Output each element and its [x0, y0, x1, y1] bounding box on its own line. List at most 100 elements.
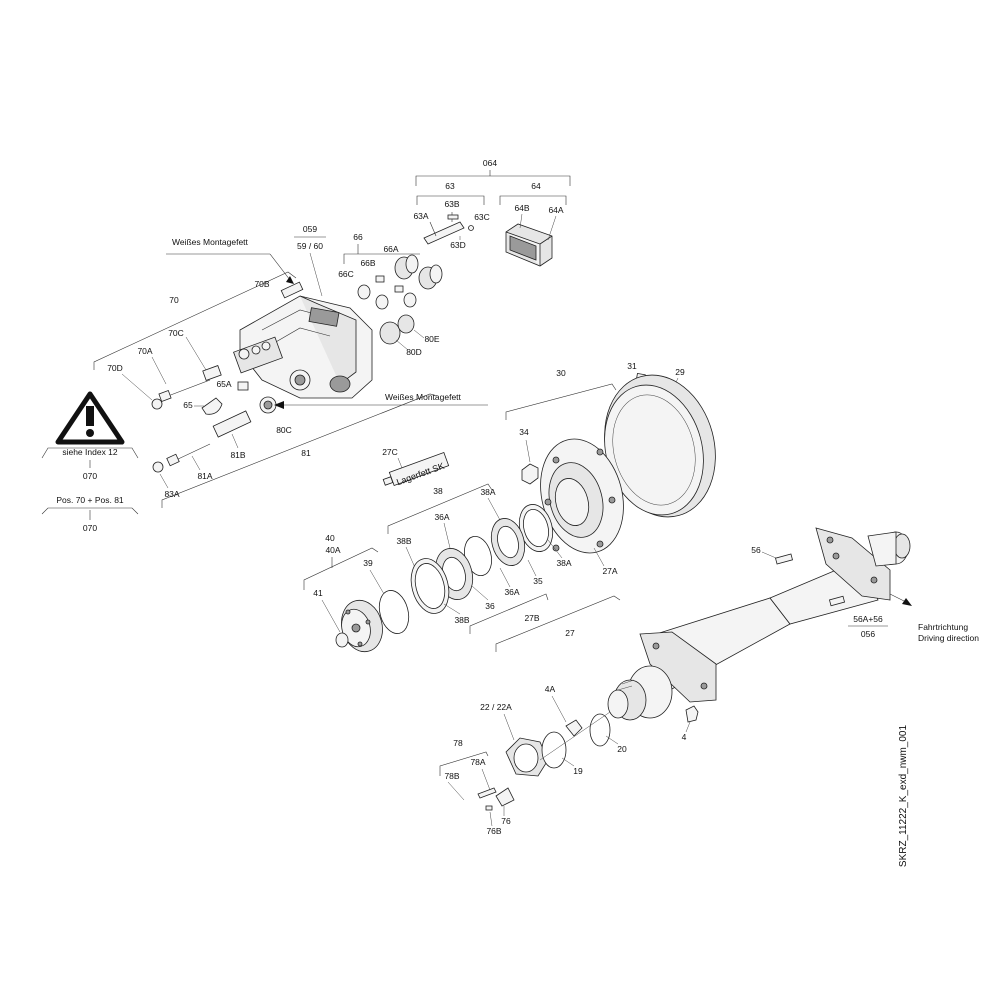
group-axle-nut: 4A 22 / 22A 19 20: [480, 684, 627, 777]
label-056: 056: [861, 629, 875, 639]
label-56: 56: [751, 545, 761, 555]
label-65A: 65A: [216, 379, 231, 389]
label-70B: 70B: [254, 279, 269, 289]
label-39: 39: [363, 558, 373, 568]
label-36A-top: 36A: [434, 512, 449, 522]
group-38-bearings: 38 38A 36A 38B 36 36A 35 38A 38B 27B 27: [387, 483, 621, 652]
label-driving-direction: Driving direction: [918, 633, 979, 643]
label-059: 059: [303, 224, 317, 234]
label-22-22A: 22 / 22A: [480, 702, 512, 712]
label-66B: 66B: [360, 258, 375, 268]
bolt-63B: [447, 214, 459, 220]
label-64A: 64A: [548, 205, 563, 215]
group-70-caliper: 70 70B 70C 70A 70D 65A 65: [93, 271, 439, 508]
pin-70B: [280, 281, 304, 299]
label-38A-bottom: 38A: [556, 558, 571, 568]
bolt-56: [775, 553, 793, 565]
label-34: 34: [519, 427, 529, 437]
label-66C: 66C: [338, 269, 354, 279]
label-38: 38: [433, 486, 443, 496]
bolt-56A: [828, 595, 846, 607]
label-63B: 63B: [444, 199, 459, 209]
arrow-montagefett-2: [274, 401, 284, 409]
label-70D: 70D: [107, 363, 123, 373]
gasket-39: [378, 590, 410, 634]
ring-66C: [357, 284, 371, 300]
bolt-81A: [166, 453, 180, 467]
label-40: 40: [325, 533, 335, 543]
group-056-axle: 56 56A+56 056 Fahrtrichtung Driving dire…: [607, 527, 979, 742]
label-30: 30: [556, 368, 566, 378]
label-19: 19: [573, 766, 583, 776]
label-56A-56: 56A+56: [853, 614, 883, 624]
label-27: 27: [565, 628, 575, 638]
label-weisses-montagefett-1: Weißes Montagefett: [172, 237, 249, 247]
screw-76B: [485, 805, 493, 811]
label-weisses-montagefett-2: Weißes Montagefett: [385, 392, 462, 402]
grease-tube-27C: 27C Lagerfett SK: [382, 447, 450, 487]
label-41: 41: [313, 588, 323, 598]
pad-retainer-63A: [423, 221, 465, 245]
cap-70D: [151, 398, 163, 410]
label-fahrtrichtung: Fahrtrichtung: [918, 622, 968, 632]
label-80E: 80E: [424, 334, 439, 344]
label-66A: 66A: [383, 244, 398, 254]
group-059-66: 059 59 / 60 66 66A 66B 66C 80E 80D: [294, 224, 443, 357]
cap-83A: [152, 461, 164, 473]
plug-65: [201, 397, 223, 415]
label-20: 20: [617, 744, 627, 754]
group-30-hub: 30 31 29 34 27A: [505, 361, 716, 576]
label-63D: 63D: [450, 240, 466, 250]
label-27A: 27A: [602, 566, 617, 576]
arrow-montagefett-1: [286, 276, 294, 284]
label-76B: 76B: [486, 826, 501, 836]
label-70A: 70A: [137, 346, 152, 356]
label-64B: 64B: [514, 203, 529, 213]
label-63A: 63A: [413, 211, 428, 221]
bushing-66B: [375, 275, 385, 283]
label-81A: 81A: [197, 471, 212, 481]
label-78: 78: [453, 738, 463, 748]
bolt-4: [685, 705, 699, 723]
label-83A: 83A: [164, 489, 179, 499]
pin-4A: [565, 719, 583, 737]
boot-80D: [379, 321, 401, 345]
label-064: 064: [483, 158, 497, 168]
label-80C: 80C: [276, 425, 292, 435]
guide-sleeve-81B: [212, 410, 252, 438]
label-78B: 78B: [444, 771, 459, 781]
drawing-code: SKRZ_11222_K_exd_nwm_001: [898, 724, 909, 867]
lock-pin-78A: [477, 787, 497, 799]
washer-19: [541, 731, 567, 769]
label-070-b: 070: [83, 523, 97, 533]
label-38B-bottom: 38B: [454, 615, 469, 625]
driving-direction-arrow-icon: [902, 598, 912, 606]
plug-41: [335, 632, 349, 648]
label-70C: 70C: [168, 328, 184, 338]
label-siehe-index: siehe Index 12: [62, 447, 118, 457]
bolt-70A: [158, 390, 172, 402]
part-65A: [237, 381, 249, 391]
pad-lining: [509, 235, 537, 261]
label-29: 29: [675, 367, 685, 377]
label-63: 63: [445, 181, 455, 191]
washer-63C: [468, 225, 474, 231]
label-59-60: 59 / 60: [297, 241, 323, 251]
boot-80E: [397, 314, 415, 334]
label-27B: 27B: [524, 613, 539, 623]
label-38B-top: 38B: [396, 536, 411, 546]
label-27C: 27C: [382, 447, 398, 457]
label-4A: 4A: [545, 684, 556, 694]
label-40A: 40A: [325, 545, 340, 555]
label-070-a: 070: [83, 471, 97, 481]
label-81: 81: [301, 448, 311, 458]
label-4: 4: [682, 732, 687, 742]
label-64: 64: [531, 181, 541, 191]
label-76: 76: [501, 816, 511, 826]
label-63C: 63C: [474, 212, 490, 222]
label-36: 36: [485, 601, 495, 611]
label-38A-top: 38A: [480, 487, 495, 497]
label-65: 65: [183, 400, 193, 410]
nut-34: [521, 463, 539, 485]
label-pos-70-81: Pos. 70 + Pos. 81: [56, 495, 124, 505]
